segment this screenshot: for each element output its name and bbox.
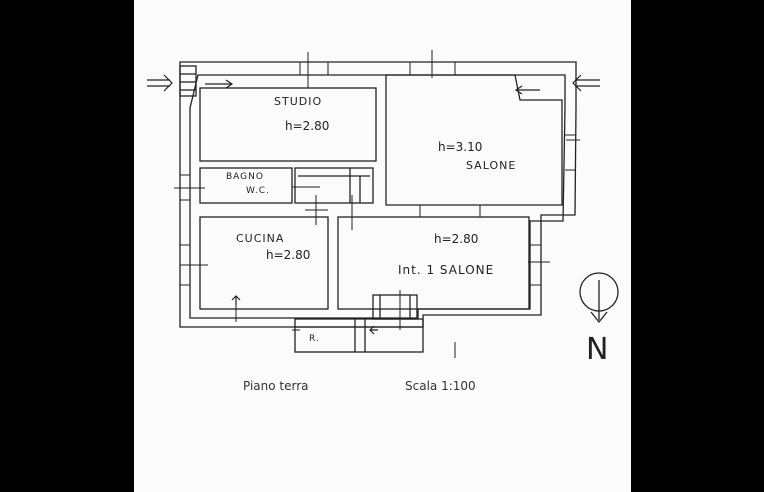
cucina-room (199, 216, 329, 310)
room-label-salone-lower: Int. 1 SALONE (398, 263, 495, 277)
room-label-ripostiglio: R. (309, 334, 320, 344)
ripostiglio (294, 318, 424, 353)
entry-arrow-right (572, 74, 600, 92)
scale-caption: Scala 1:100 (405, 379, 476, 393)
entry-arrow-left (147, 74, 173, 92)
drawing-sheet (134, 0, 631, 492)
room-height-cucina: h=2.80 (266, 248, 311, 262)
room-label-salone-upper: SALONE (466, 159, 517, 172)
corridor (294, 167, 374, 204)
room-height-salone-lower: h=2.80 (434, 232, 479, 246)
room-label-studio: STUDIO (274, 95, 323, 108)
studio-room (199, 87, 377, 162)
room-label-cucina: CUCINA (236, 232, 285, 245)
compass (579, 272, 619, 324)
outer-wall (179, 61, 577, 328)
north-label: N (586, 332, 609, 367)
bagno-room (199, 167, 293, 204)
salone-lower-room (337, 216, 530, 310)
outer-wall-inner (189, 74, 566, 319)
salone-upper-room (385, 74, 563, 206)
floor-caption: Piano terra (243, 379, 309, 393)
room-label-bagno: BAGNO (226, 172, 264, 182)
room-height-salone-upper: h=3.10 (438, 140, 483, 154)
room-height-studio: h=2.80 (285, 119, 330, 133)
room-label-wc: W.C. (246, 186, 270, 196)
